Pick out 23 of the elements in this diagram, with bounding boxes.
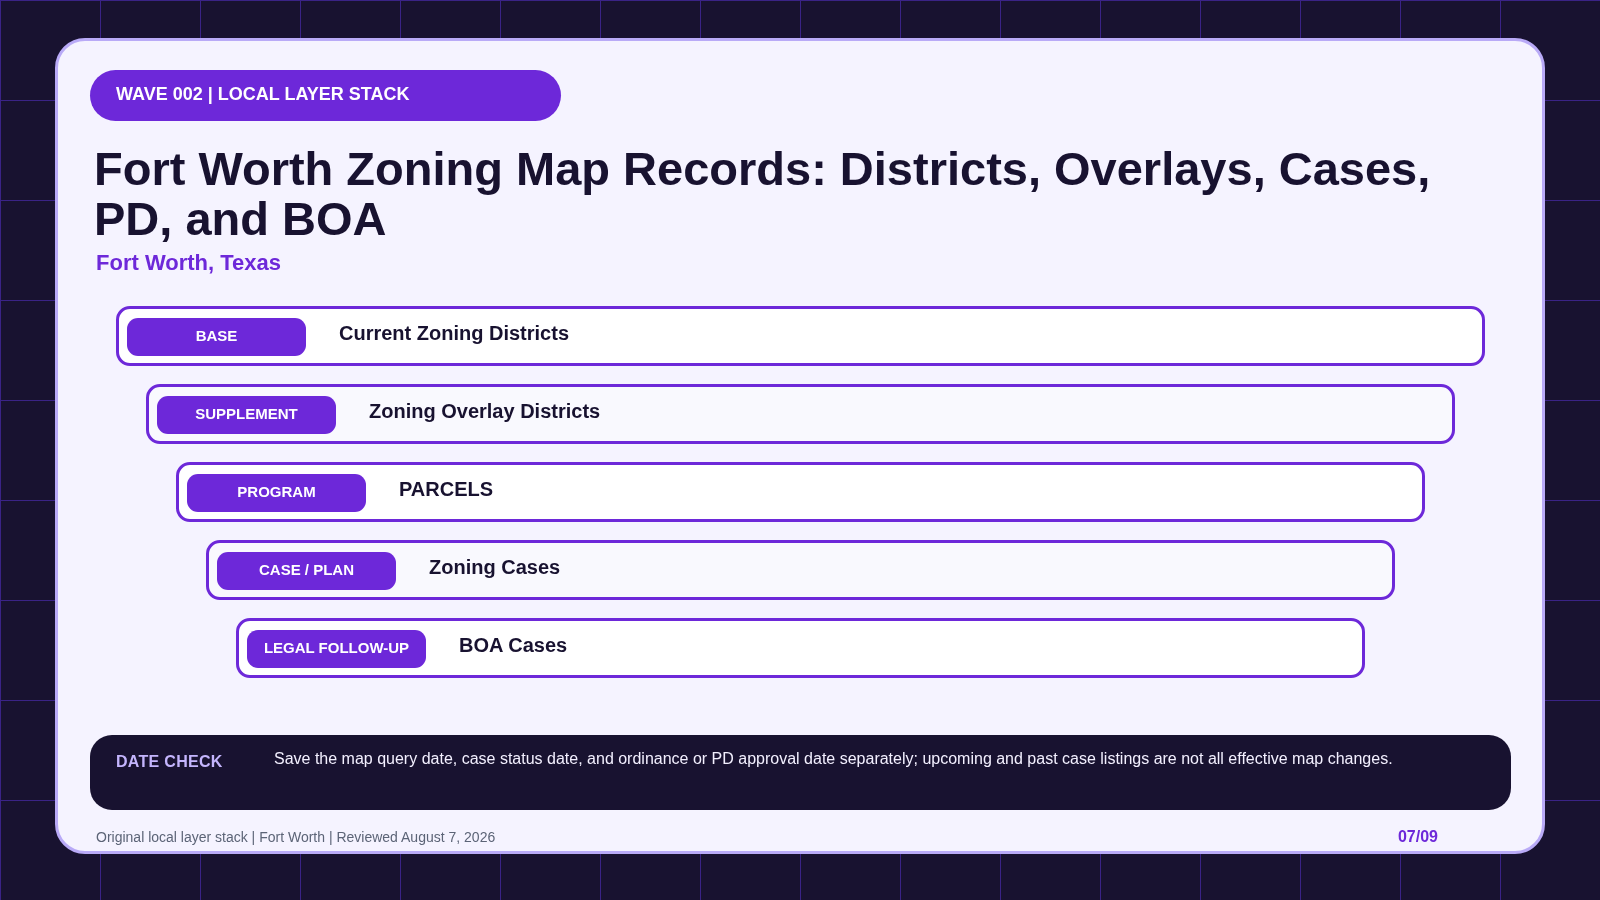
- layer-tag: LEGAL FOLLOW-UP: [247, 630, 426, 668]
- layer-tag: BASE: [127, 318, 306, 356]
- footer-text: Original local layer stack | Fort Worth | Reviewed August 7, 2026: [96, 828, 496, 846]
- layer-bar: [176, 462, 1425, 522]
- layer-title: BOA Cases: [459, 633, 568, 657]
- layer-bar: [206, 540, 1395, 600]
- layer-title: Zoning Cases: [429, 555, 561, 579]
- layer-tag: CASE / PLAN: [217, 552, 396, 590]
- layer-title: Zoning Overlay Districts: [369, 399, 601, 423]
- section-pill: WAVE 002 | LOCAL LAYER STACK: [90, 70, 561, 121]
- note-heading: DATE CHECK: [116, 752, 224, 772]
- page-title: Fort Worth Zoning Map Records: Districts, Overlays, Cases, PD, and BOA: [94, 144, 1432, 244]
- layer-title: PARCELS: [399, 477, 494, 501]
- layer-tag: PROGRAM: [187, 474, 366, 512]
- layer-bar: [116, 306, 1485, 366]
- page-subtitle: Fort Worth, Texas: [96, 250, 281, 276]
- note-text: Save the map query date, case status date, and ordinance or PD approval date separately; upcoming and past case listings are not all effective map changes.: [274, 749, 1394, 769]
- layer-tag: SUPPLEMENT: [157, 396, 336, 434]
- layer-bar: [236, 618, 1365, 678]
- layer-title: Current Zoning Districts: [339, 321, 569, 345]
- layer-bar: [146, 384, 1455, 444]
- note-panel: [90, 735, 1511, 810]
- page-number: 07/09: [1397, 827, 1438, 847]
